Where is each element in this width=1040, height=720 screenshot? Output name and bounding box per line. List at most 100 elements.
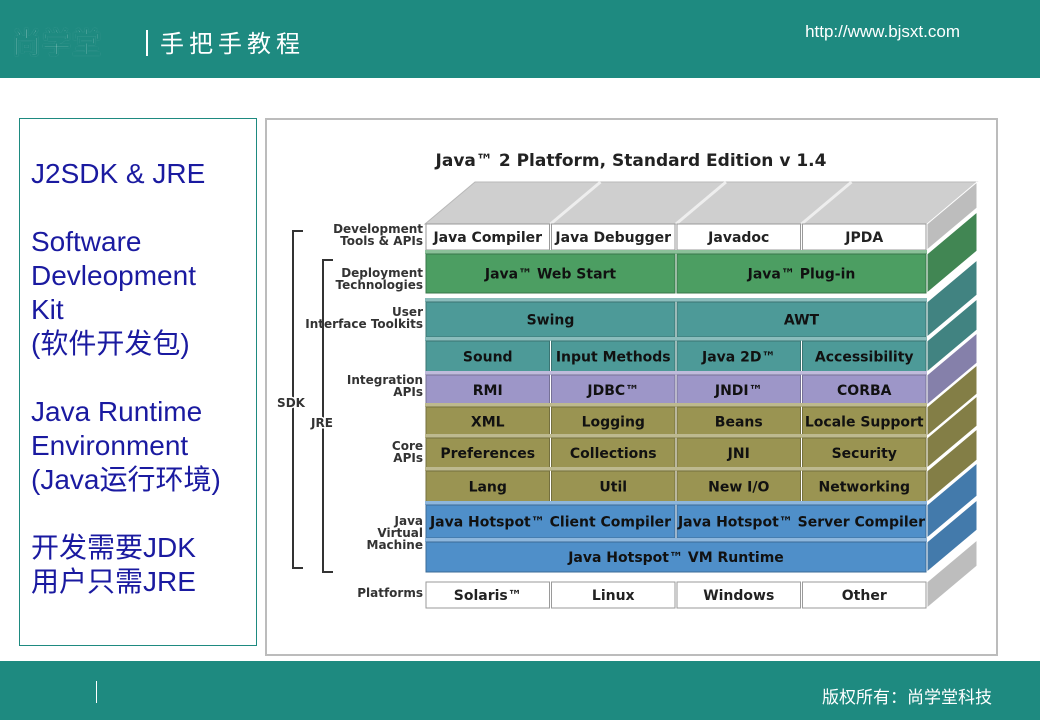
footer-copyright: 版权所有：尚学堂科技 <box>822 688 992 708</box>
sdk-bracket <box>292 230 303 569</box>
jre-line: Java Runtime <box>31 396 203 427</box>
row-bevel <box>425 434 927 438</box>
row-bevel <box>425 538 927 542</box>
block-cell-label: Java™ Web Start <box>484 267 617 283</box>
block-cell-label: Util <box>599 480 627 496</box>
row-side-face <box>926 210 978 295</box>
header-bar: 尚学堂 手把手教程 http://www.bjsxt.com <box>0 0 1040 78</box>
block-cell-label: Networking <box>819 480 910 496</box>
block-cell <box>676 581 801 609</box>
note-line: 开发需要JDK <box>31 532 196 563</box>
block-cell-label: XML <box>471 415 505 431</box>
top-face-groove <box>800 180 853 226</box>
block-cell-label: CORBA <box>837 383 892 399</box>
jre-bracket <box>322 259 333 573</box>
block-cell-label: Lang <box>469 480 507 496</box>
header-url[interactable]: http://www.bjsxt.com <box>805 22 960 41</box>
logo: 尚学堂 <box>11 26 103 61</box>
jre-line: (Java运行环境) <box>31 464 221 495</box>
block-cell <box>425 253 676 294</box>
block-cell <box>802 374 927 406</box>
group-label: Integration <box>347 373 423 387</box>
block-cell-label: Java Hotspot™ VM Runtime <box>567 550 784 566</box>
panel-title: J2SDK & JRE <box>31 158 206 189</box>
block-cell <box>676 374 801 406</box>
jre-label: JRE <box>310 416 333 430</box>
group-label: Core <box>392 439 423 453</box>
row-bevel <box>425 467 927 471</box>
group-label: APIs <box>393 385 423 399</box>
group-label: Machine <box>367 538 424 552</box>
block-cell-label: Linux <box>592 588 635 604</box>
block-cell <box>676 223 801 251</box>
group-label: Technologies <box>335 278 423 292</box>
row-bevel <box>425 403 927 407</box>
row-side-face <box>926 498 978 574</box>
group-label: Development <box>333 222 423 236</box>
block-cell-label: Windows <box>703 588 774 604</box>
group-label: User <box>392 305 423 319</box>
row-side-face <box>926 363 978 438</box>
note-line: 用户只需JRE <box>31 566 196 597</box>
block-cell-label: JNDI™ <box>714 383 763 399</box>
java-platform-diagram: Java™ 2 Platform, Standard Edition v 1.4… <box>265 118 998 656</box>
block-cell-label: Javadoc <box>707 230 769 246</box>
row-bevel <box>425 337 927 341</box>
row-side-face <box>926 461 978 540</box>
block-cell <box>425 374 550 406</box>
diagram-svg: Java™ 2 Platform, Standard Edition v 1.4… <box>276 151 979 610</box>
footer-bar: 版权所有：尚学堂科技 <box>0 661 1040 720</box>
group-label: Tools & APIs <box>340 234 423 248</box>
block-cell-label: Accessibility <box>815 350 914 366</box>
block-cell-label: JNI <box>727 446 750 462</box>
block-cell <box>551 581 676 609</box>
row-side-face <box>926 394 978 470</box>
block-cell-label: Input Methods <box>556 350 671 366</box>
row-side-face <box>926 258 978 339</box>
group-label: Platforms <box>357 586 423 600</box>
block-cell-label: Other <box>842 588 887 604</box>
group-label: Deployment <box>341 266 423 280</box>
block-cell <box>676 504 927 539</box>
block-cell <box>425 470 550 503</box>
block-cell-label: Solaris™ <box>454 588 522 604</box>
row-bevel <box>425 371 927 375</box>
block-cell-label: Swing <box>527 313 575 329</box>
block-cell <box>551 223 676 251</box>
block-cell <box>676 437 801 469</box>
block-cell-label: JDBC™ <box>586 383 639 399</box>
block-cell <box>425 301 676 338</box>
sdk-line: Kit <box>31 294 64 325</box>
block-cell-label: Beans <box>715 415 763 431</box>
block-cell <box>802 437 927 469</box>
block-cell <box>425 581 550 609</box>
block-cell-label: Preferences <box>440 446 535 462</box>
block-cell <box>676 340 801 373</box>
block-cell-label: Security <box>832 446 897 462</box>
block-cell-label: JPDA <box>844 230 883 246</box>
jre-line: Environment <box>31 430 189 461</box>
block-cell <box>551 340 676 373</box>
top-face-groove <box>549 180 602 226</box>
block-cell <box>802 406 927 437</box>
row-bevel <box>425 298 927 302</box>
sdk-line: Devleopment <box>31 260 196 291</box>
block-cell <box>425 504 676 539</box>
block-cell-label: RMI <box>473 383 503 399</box>
block-cell-label: Java™ Plug-in <box>747 267 856 283</box>
block-cell <box>802 340 927 373</box>
top-face-groove <box>675 180 727 226</box>
block-cell <box>802 581 927 609</box>
block-cell-label: Sound <box>463 350 513 366</box>
block-cell-label: Java Hotspot™ Server Compiler <box>677 515 925 531</box>
row-bevel <box>425 250 927 254</box>
header-title: 手把手教程 <box>160 30 305 58</box>
text-panel: J2SDK & JRE Software Devleopment Kit (软件… <box>19 118 257 646</box>
header-divider <box>146 30 148 56</box>
block-cell <box>425 406 550 437</box>
row-side-face <box>926 180 978 252</box>
block-cell <box>676 253 927 294</box>
block-cell-label: AWT <box>784 313 820 329</box>
block-cell <box>425 437 550 469</box>
group-label: Java <box>394 514 423 528</box>
